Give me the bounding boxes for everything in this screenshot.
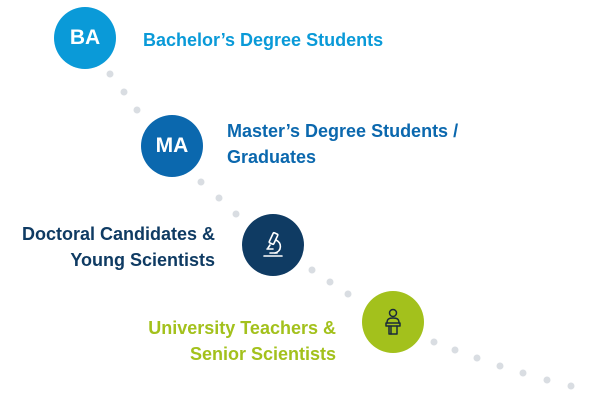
ma-badge: MA	[141, 115, 203, 177]
lecturer-at-podium-icon	[385, 308, 401, 335]
ba-badge: BA	[54, 7, 116, 69]
bachelor-label: Bachelor’s Degree Students	[143, 30, 384, 50]
teachers-badge	[362, 291, 424, 353]
ma-badge-text: MA	[155, 134, 189, 157]
microscope-icon	[263, 231, 283, 257]
teachers-label: University Teachers & Senior Scientists	[148, 318, 336, 364]
master-label: Master’s Degree Students / Graduates	[227, 121, 459, 167]
doctoral-badge	[242, 214, 304, 276]
ba-badge-text: BA	[69, 26, 101, 49]
doctoral-label: Doctoral Candidates & Young Scientists	[21, 224, 215, 270]
